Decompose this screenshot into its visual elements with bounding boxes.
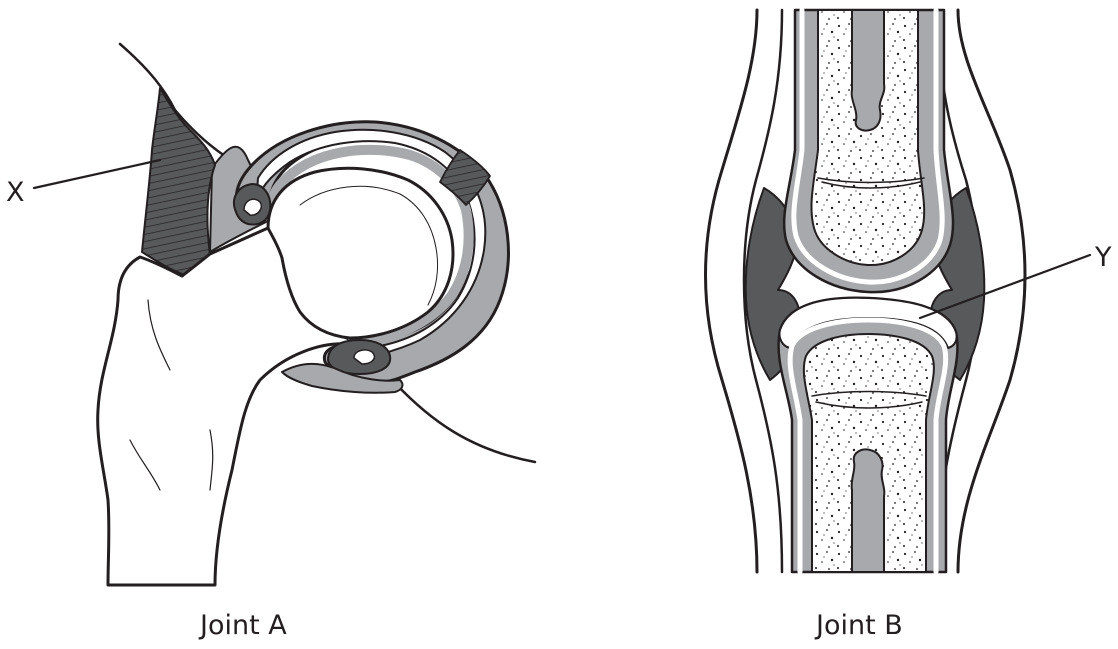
lower-marrow-cavity [852,450,885,573]
pelvis-lower-outline [395,383,535,462]
ligament-x [142,88,215,275]
joint-b-caption: Joint B [816,610,903,641]
joint-a-caption: Joint A [200,610,287,641]
upper-marrow-cavity [852,10,885,131]
label-y: Y [1094,242,1112,273]
joint-b-drawing: Y [706,10,1113,572]
label-x: X [6,177,25,208]
label-x-leader [34,160,160,188]
joint-a-drawing: X [6,44,535,585]
